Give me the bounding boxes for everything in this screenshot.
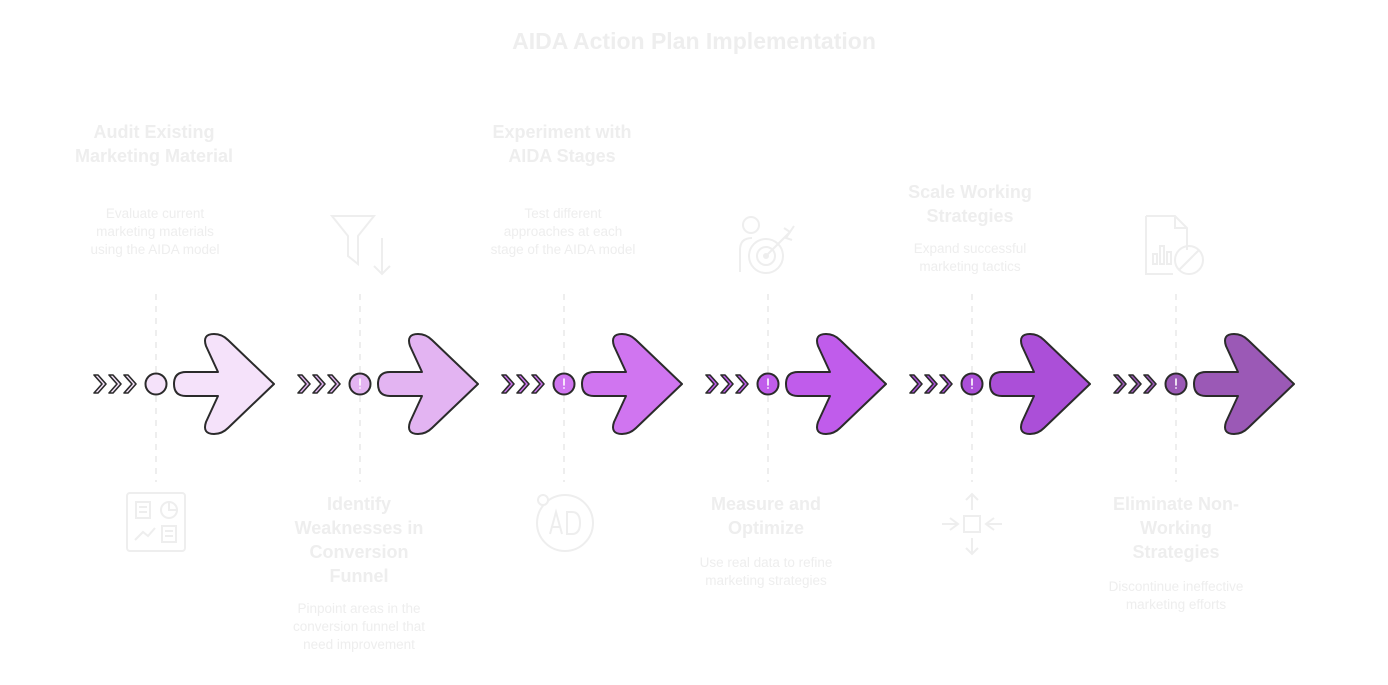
step-4-description: Use real data to refine marketing strate… bbox=[699, 555, 833, 588]
step-2-chevron-2 bbox=[312, 374, 326, 394]
step-1-marker bbox=[144, 372, 168, 396]
step-2-title: Identify Weaknesses in Conversion Funnel bbox=[294, 494, 424, 586]
step-5-chevron-1 bbox=[909, 374, 923, 394]
step-1-arrow bbox=[173, 333, 275, 435]
step-1-title: Audit Existing Marketing Material bbox=[74, 122, 234, 166]
step-2-chevron-1 bbox=[297, 374, 311, 394]
step-6-arrow bbox=[1193, 333, 1295, 435]
step-4-arrow bbox=[785, 333, 887, 435]
step-1-chevron-1 bbox=[93, 374, 107, 394]
step-4-title: Measure and Optimize bbox=[710, 494, 822, 538]
step-2-arrow bbox=[377, 333, 479, 435]
step-3-chevron-1 bbox=[501, 374, 515, 394]
ab-test-icon bbox=[530, 490, 596, 556]
report-cancel-icon bbox=[1143, 214, 1209, 278]
step-2-chevron-3 bbox=[327, 374, 341, 394]
step-6-title: Eliminate Non-Working Strategies bbox=[1112, 494, 1239, 562]
funnel-down-icon bbox=[330, 212, 394, 278]
diagram-title: AIDA Action Plan Implementation bbox=[512, 28, 876, 54]
step-6-description: Discontinue ineffective marketing effort… bbox=[1108, 579, 1244, 612]
step-1-chevron-3 bbox=[123, 374, 137, 394]
step-1-chevron-2 bbox=[108, 374, 122, 394]
step-3-title: Experiment with AIDA Stages bbox=[492, 122, 632, 166]
scale-arrows-icon bbox=[940, 492, 1004, 556]
step-4-chevron-1 bbox=[705, 374, 719, 394]
step-5-chevron-3 bbox=[939, 374, 953, 394]
step-3-chevron-2 bbox=[516, 374, 530, 394]
step-6-chevron-3 bbox=[1143, 374, 1157, 394]
step-3-arrow bbox=[581, 333, 683, 435]
step-5-chevron-2 bbox=[924, 374, 938, 394]
step-2-description: Pinpoint areas in the conversion funnel … bbox=[292, 601, 426, 652]
step-5-title: Scale Working Strategies bbox=[908, 182, 1032, 226]
step-5-arrow bbox=[989, 333, 1091, 435]
step-6-chevron-1 bbox=[1113, 374, 1127, 394]
step-6-chevron-2 bbox=[1128, 374, 1142, 394]
person-target-icon bbox=[734, 214, 800, 278]
document-charts-icon bbox=[124, 490, 188, 554]
step-3-description: Test different approaches at each stage … bbox=[490, 206, 636, 257]
step-3-chevron-3 bbox=[531, 374, 545, 394]
step-1-description: Evaluate current marketing materials usi… bbox=[90, 206, 220, 257]
step-4-chevron-3 bbox=[735, 374, 749, 394]
step-4-chevron-2 bbox=[720, 374, 734, 394]
step-5-description: Expand successful marketing tactics bbox=[913, 241, 1027, 274]
